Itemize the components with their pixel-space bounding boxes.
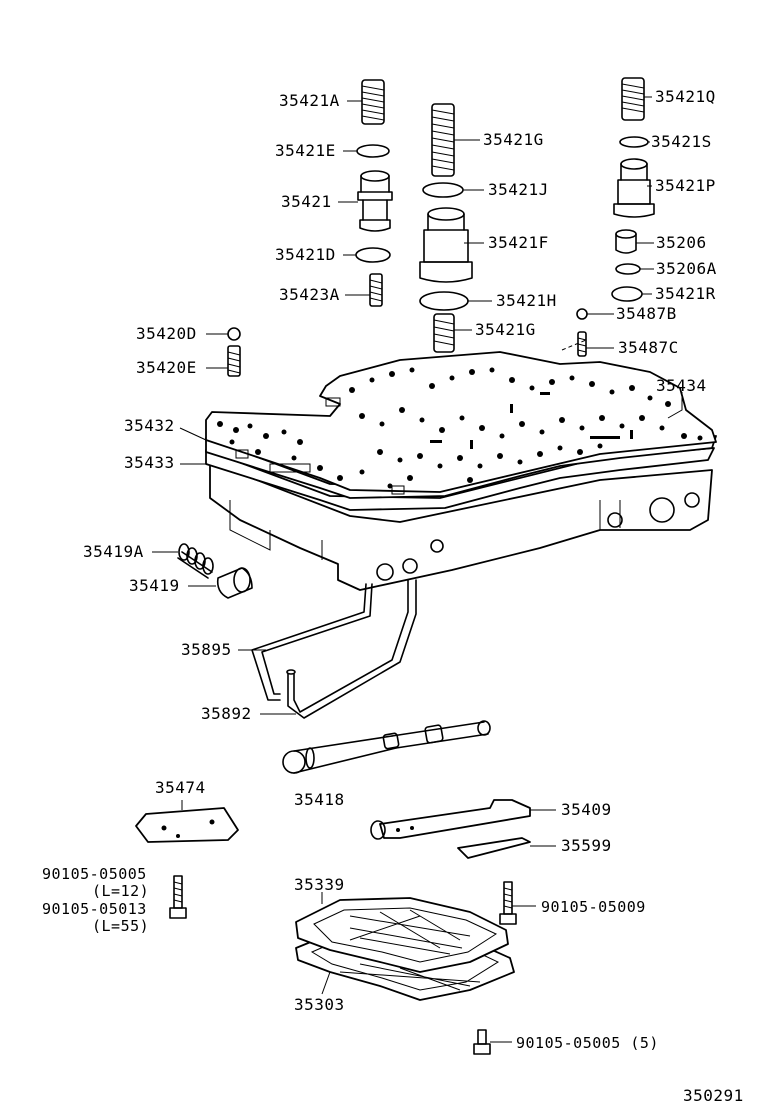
- label-35419: 35419: [129, 576, 180, 595]
- label-35474: 35474: [155, 778, 206, 797]
- ring-35421S: [619, 136, 649, 148]
- plug-35419: [216, 567, 253, 599]
- label-35599: 35599: [561, 836, 612, 855]
- ring-35421D: [355, 247, 391, 263]
- label-35303: 35303: [294, 995, 345, 1014]
- spring-35423A: [369, 273, 383, 307]
- bolt-90105-05005-5: [473, 1029, 491, 1055]
- label-bolt-90105-05005: 90105-05005: [42, 865, 147, 883]
- bolt-90105-05009: [499, 881, 517, 925]
- sleeve-35421: [357, 170, 393, 232]
- manual-valve-35418: [282, 720, 491, 774]
- diagram-id: 350291: [683, 1086, 744, 1105]
- spring-35487C: [577, 331, 587, 357]
- label-35487C: 35487C: [618, 338, 679, 357]
- ring-35206A: [615, 263, 641, 275]
- plate-35599: [457, 837, 531, 859]
- label-35421R: 35421R: [655, 284, 716, 303]
- ball-35487B: [576, 308, 588, 320]
- plate-35474: [135, 807, 239, 843]
- label-35420D: 35420D: [136, 324, 197, 343]
- label-35421A: 35421A: [279, 91, 340, 110]
- label-90105-05005-qty5: 90105-05005 (5): [516, 1034, 659, 1052]
- label-35895: 35895: [181, 640, 232, 659]
- label-35433: 35433: [124, 453, 175, 472]
- label-35421P: 35421P: [655, 176, 716, 195]
- spring-35421G-bottom: [433, 313, 455, 353]
- label-35421H: 35421H: [496, 291, 557, 310]
- tube-35895: [251, 583, 373, 701]
- bolt-90105-05005-05013: [169, 875, 187, 919]
- label-35434: 35434: [656, 376, 707, 395]
- leader-lines: [152, 96, 683, 1043]
- label-35206A: 35206A: [656, 259, 717, 278]
- label-35421Q: 35421Q: [655, 87, 716, 106]
- oil-strainer-35339: [295, 897, 509, 991]
- valve-body-assembly: [205, 351, 717, 591]
- label-35432: 35432: [124, 416, 175, 435]
- ring-35421J: [422, 182, 464, 198]
- label-35421D: 35421D: [275, 245, 336, 264]
- label-35421F: 35421F: [488, 233, 549, 252]
- label-bolt-L55: (L=55): [92, 917, 150, 935]
- label-35421S: 35421S: [651, 132, 712, 151]
- label-90105-05009: 90105-05009: [541, 898, 646, 916]
- label-35419A: 35419A: [83, 542, 144, 561]
- label-35421G-top: 35421G: [483, 130, 544, 149]
- label-bolt-90105-05013: 90105-05013: [42, 900, 147, 918]
- sleeve-35421F: [419, 207, 473, 283]
- label-35339: 35339: [294, 875, 345, 894]
- label-35423A: 35423A: [279, 285, 340, 304]
- ball-35420D: [227, 327, 241, 341]
- label-35418: 35418: [294, 790, 345, 809]
- label-35420E: 35420E: [136, 358, 197, 377]
- label-35409: 35409: [561, 800, 612, 819]
- label-35487B: 35487B: [616, 304, 677, 323]
- detent-spring-35409: [370, 799, 531, 840]
- spring-35419A: [177, 543, 214, 579]
- label-bolt-L12: (L=12): [92, 882, 150, 900]
- ring-35421H: [419, 291, 469, 311]
- label-35421: 35421: [281, 192, 332, 211]
- spring-35420E: [227, 345, 241, 377]
- spring-35421A: [361, 79, 385, 125]
- tube-35892: [286, 579, 417, 719]
- ring-35421R: [611, 286, 643, 302]
- spring-35421Q: [621, 77, 645, 121]
- spring-35421G-top: [431, 103, 455, 177]
- label-35421E: 35421E: [275, 141, 336, 160]
- plug-35206: [615, 229, 637, 254]
- sleeve-35421P: [613, 158, 655, 218]
- label-35892: 35892: [201, 704, 252, 723]
- ring-35421E: [356, 144, 390, 158]
- label-35421J: 35421J: [488, 180, 549, 199]
- label-35206: 35206: [656, 233, 707, 252]
- label-35421G-bottom: 35421G: [475, 320, 536, 339]
